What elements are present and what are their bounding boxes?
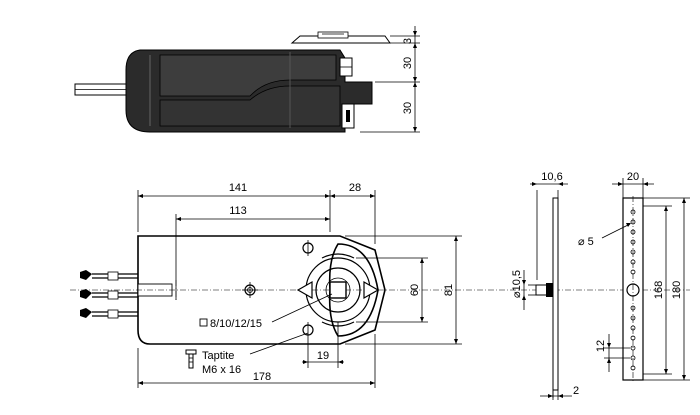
- dim-141: 141: [229, 182, 247, 194]
- cables: [80, 270, 138, 319]
- shaft-sizes-label: 8/10/12/15: [210, 318, 262, 330]
- dim-30-upper: 30: [402, 57, 414, 69]
- actuator-housing: [137, 235, 386, 345]
- dim-180: 180: [671, 281, 683, 299]
- front-view: 141 28 113 60 81 19 178: [70, 182, 690, 388]
- dim-178: 178: [253, 371, 271, 383]
- dim-2: 2: [573, 385, 579, 397]
- dim-30-lower: 30: [402, 102, 414, 114]
- dim-113: 113: [229, 205, 247, 217]
- dim-28: 28: [349, 182, 361, 194]
- dim-20: 20: [627, 171, 639, 183]
- dim-60: 60: [409, 284, 421, 296]
- dim-10-5: ⌀10,5: [511, 270, 523, 298]
- dim-hole-5: ⌀ 5: [578, 236, 594, 248]
- dim-3: 3: [402, 38, 414, 44]
- shaft-square: [329, 281, 347, 299]
- dim-81: 81: [443, 284, 455, 296]
- rail-view: 20 ⌀ 5 168 180 12: [578, 171, 690, 382]
- side-view: 10,6 ⌀10,5 2: [511, 171, 579, 400]
- dim-19: 19: [317, 350, 329, 362]
- dim-168: 168: [653, 281, 665, 299]
- square-symbol: [199, 318, 208, 327]
- dim-10-6: 10,6: [541, 171, 562, 183]
- screw-label-line2: M6 x 16: [202, 364, 241, 376]
- screw-label-line1: Taptite: [202, 350, 234, 362]
- dim-12: 12: [595, 340, 607, 352]
- taptite-screw: [185, 349, 197, 369]
- mounting-plate-side: [552, 197, 559, 391]
- top-view: 3 30 30: [74, 26, 420, 133]
